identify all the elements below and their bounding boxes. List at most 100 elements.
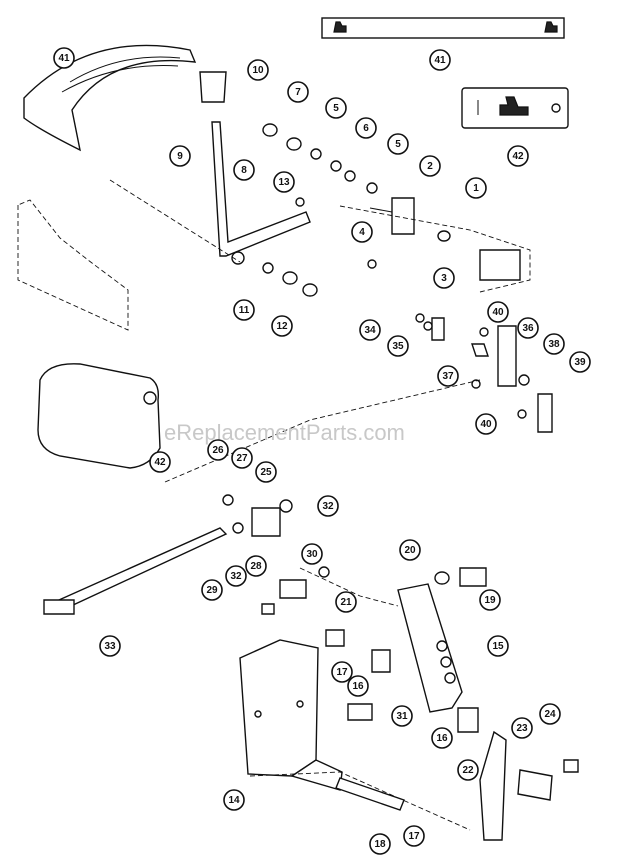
callout-9: 9 (169, 145, 191, 167)
callout-label: 22 (462, 765, 474, 776)
callout-layer: 4110756598132141112334354036383937404226… (53, 47, 591, 855)
callout-label: 20 (404, 545, 416, 556)
callout-5: 5 (325, 97, 347, 119)
callout-label: 14 (228, 795, 240, 806)
callout-11: 11 (233, 299, 255, 321)
callout-15: 15 (487, 635, 509, 657)
callout-label: 31 (396, 711, 408, 722)
callout-4: 4 (351, 221, 373, 243)
callout-26: 26 (207, 439, 229, 461)
rod-clamp (261, 566, 330, 615)
callout-label: 17 (408, 831, 420, 842)
callout-label: 1 (473, 183, 479, 194)
callout-24: 24 (539, 703, 561, 725)
callout-label: 12 (276, 321, 288, 332)
callout-label: 18 (374, 839, 386, 850)
block-assembly (222, 494, 293, 537)
callout-29: 29 (201, 579, 223, 601)
callout-label: 19 (484, 595, 496, 606)
callout-21: 21 (335, 591, 357, 613)
lever-knob (199, 71, 227, 103)
callout-25: 25 (255, 461, 277, 483)
callout-16: 16 (347, 675, 369, 697)
shift-arm-15 (397, 583, 463, 713)
callout-39: 39 (569, 351, 591, 373)
hardware-top (262, 123, 451, 297)
callout-36: 36 (517, 317, 539, 339)
callout-16: 16 (431, 727, 453, 749)
callout-33: 33 (99, 635, 121, 657)
callout-label: 30 (306, 549, 318, 560)
callout-label: 25 (260, 467, 272, 478)
callout-label: 32 (322, 501, 334, 512)
callout-label: 6 (363, 123, 369, 134)
callout-label: 27 (236, 453, 248, 464)
callout-label: 2 (427, 161, 433, 172)
pivot-bracket (369, 197, 415, 235)
callout-2: 2 (419, 155, 441, 177)
callout-label: 40 (492, 307, 504, 318)
callout-8: 8 (233, 159, 255, 181)
callout-23: 23 (511, 717, 533, 739)
quadrant-cover (23, 44, 197, 152)
callout-label: 28 (250, 561, 262, 572)
callout-41: 41 (429, 49, 451, 71)
callout-42: 42 (149, 451, 171, 473)
bolt-lower (347, 703, 373, 721)
watermark-text: eReplacementParts.com (164, 420, 405, 445)
callout-label: 42 (512, 151, 524, 162)
callout-20: 20 (399, 539, 421, 561)
callout-label: 23 (516, 723, 528, 734)
callout-label: 3 (441, 273, 447, 284)
callout-30: 30 (301, 543, 323, 565)
callout-5: 5 (387, 133, 409, 155)
callout-label: 36 (522, 323, 534, 334)
link-plate (471, 325, 553, 433)
callout-32: 32 (225, 565, 247, 587)
housing-outline (17, 199, 129, 331)
callout-label: 33 (104, 641, 116, 652)
callout-label: 34 (364, 325, 376, 336)
callout-40: 40 (475, 413, 497, 435)
leader-housing (109, 179, 241, 263)
callout-label: 32 (230, 571, 242, 582)
leader-bottom-2 (249, 771, 471, 831)
callout-label: 13 (278, 177, 290, 188)
callout-label: 21 (340, 597, 352, 608)
callout-41: 41 (53, 47, 75, 69)
callout-label: 29 (206, 585, 218, 596)
pivot-pin (335, 777, 405, 811)
callout-label: 7 (295, 87, 301, 98)
callout-17: 17 (403, 825, 425, 847)
callout-1: 1 (465, 177, 487, 199)
decal-plate (461, 87, 569, 129)
callout-label: 40 (480, 419, 492, 430)
callout-34: 34 (359, 319, 381, 341)
callout-3: 3 (433, 267, 455, 289)
callout-10: 10 (247, 59, 269, 81)
callout-label: 41 (434, 55, 446, 66)
shift-lever (211, 121, 311, 265)
callout-label: 42 (154, 457, 166, 468)
callout-label: 39 (574, 357, 586, 368)
callout-18: 18 (369, 833, 391, 855)
leader-bottom (299, 567, 399, 607)
callout-label: 9 (177, 151, 183, 162)
callout-label: 4 (359, 227, 365, 238)
fuel-tank (37, 363, 161, 469)
callout-32: 32 (317, 495, 339, 517)
mount-bracket (339, 205, 531, 293)
callout-42: 42 (507, 145, 529, 167)
callout-label: 8 (241, 165, 247, 176)
callout-14: 14 (223, 789, 245, 811)
callout-label: 5 (333, 103, 339, 114)
leader-left (164, 379, 481, 483)
callout-label: 11 (239, 305, 250, 316)
callout-label: 41 (58, 53, 70, 64)
callout-7: 7 (287, 81, 309, 103)
callout-label: 38 (548, 339, 560, 350)
callout-38: 38 (543, 333, 565, 355)
callout-17: 17 (331, 661, 353, 683)
callout-6: 6 (355, 117, 377, 139)
